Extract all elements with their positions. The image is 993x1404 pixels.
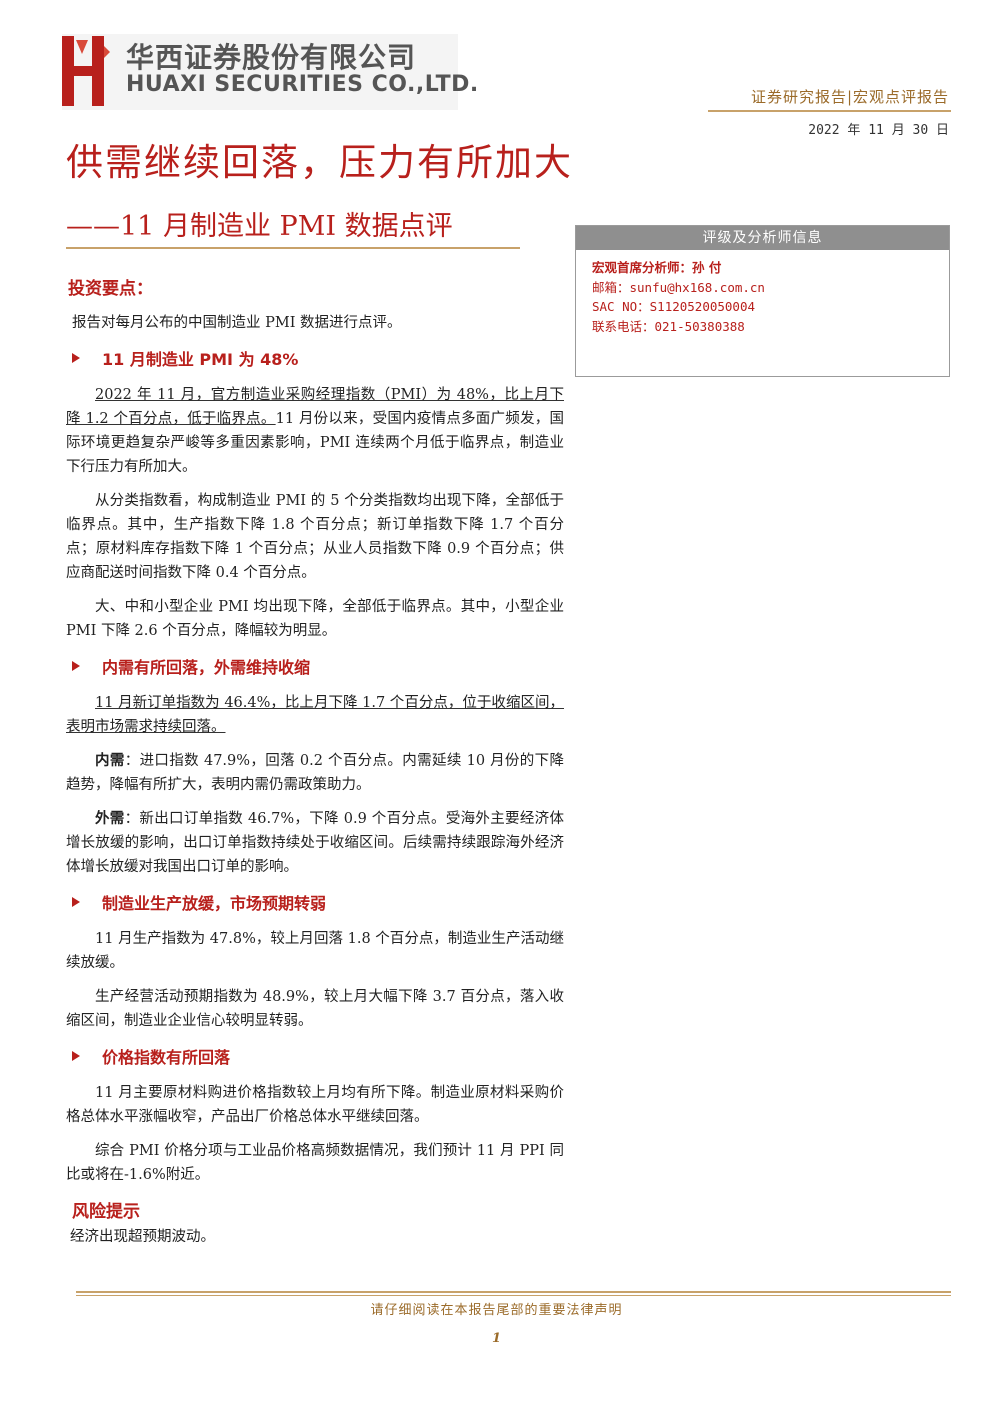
heading-production: 制造业生产放缓，市场预期转弱 <box>72 889 564 915</box>
triangle-bullet-icon <box>72 1051 80 1061</box>
paragraph: 从分类指数看，构成制造业 PMI 的 5 个分类指数均出现下降，全部低于临界点。… <box>66 493 564 581</box>
intro-paragraph: 报告对每月公布的中国制造业 PMI 数据进行点评。 <box>72 315 402 331</box>
underlined-text: 11 月新订单指数为 46.4%，比上月下降 1.7 个百分点，位于收缩区间，表… <box>66 695 564 735</box>
paragraph-text: ：进口指数 47.9%，回落 0.2 个百分点。内需延续 10 月份的下降趋势，… <box>66 753 564 793</box>
section-label-key-points: 投资要点： <box>68 279 153 299</box>
bold-lead: 外需 <box>95 811 125 827</box>
huaxi-logo-icon <box>62 36 110 106</box>
footer-divider <box>76 1291 951 1293</box>
heading-pmi-48: 11 月制造业 PMI 为 48% <box>72 345 564 371</box>
paragraph: 11 月生产指数为 47.8%，较上月回落 1.8 个百分点，制造业生产活动继续… <box>66 931 564 971</box>
paragraph: 生产经营活动预期指数为 48.9%，较上月大幅下降 3.7 百分点，落入收缩区间… <box>66 989 564 1029</box>
heading-text: 价格指数有所回落 <box>102 1048 231 1067</box>
analyst-box-title: 评级及分析师信息 <box>576 226 949 250</box>
triangle-bullet-icon <box>72 661 80 671</box>
heading-text: 11 月制造业 PMI 为 48% <box>102 350 299 369</box>
page-number: 1 <box>491 1331 502 1346</box>
triangle-bullet-icon <box>72 353 80 363</box>
triangle-bullet-icon <box>72 897 80 907</box>
risk-label: 风险提示 <box>72 1202 140 1222</box>
analyst-sac-number: SAC NO：S1120520050004 <box>592 299 756 314</box>
company-name-en: HUAXI SECURITIES CO.,LTD. <box>126 72 479 97</box>
body-column: 报告对每月公布的中国制造业 PMI 数据进行点评。 11 月制造业 PMI 为 … <box>66 311 564 1248</box>
page-subtitle: ——11 月制造业 PMI 数据点评 <box>66 211 453 242</box>
paragraph: 2022 年 11 月，官方制造业采购经理指数（PMI）为 48%，比上月下降 … <box>66 383 564 479</box>
analyst-info-box <box>575 225 950 377</box>
page-title: 供需继续回落，压力有所加大 <box>66 141 573 184</box>
risk-text: 经济出现超预期波动。 <box>70 1229 215 1245</box>
paragraph: 外需：新出口订单指数 46.7%，下降 0.9 个百分点。受海外主要经济体增长放… <box>66 807 564 879</box>
paragraph-text: 11 月份以来，受国内疫情点多面广频发，国际环境更趋复杂严峻等多重因素影响，PM… <box>66 411 565 475</box>
analyst-phone: 联系电话：021-50380388 <box>592 319 745 334</box>
logo-background <box>62 34 458 110</box>
legal-notice: 请仔细阅读在本报告尾部的重要法律声明 <box>370 1303 623 1318</box>
paragraph: 11 月新订单指数为 46.4%，比上月下降 1.7 个百分点，位于收缩区间，表… <box>66 691 564 739</box>
paragraph: 大、中和小型企业 PMI 均出现下降，全部低于临界点。其中，小型企业 PMI 下… <box>66 599 564 639</box>
footer-divider-thin <box>76 1295 951 1296</box>
paragraph: 11 月主要原材料购进价格指数较上月均有所下降。制造业原材料采购价格总体水平涨幅… <box>66 1085 564 1125</box>
paragraph: 内需：进口指数 47.9%，回落 0.2 个百分点。内需延续 10 月份的下降趋… <box>66 749 564 797</box>
subtitle-divider <box>66 247 520 249</box>
header-divider <box>708 110 951 112</box>
report-date: 2022 年 11 月 30 日 <box>808 123 949 138</box>
company-name-cn: 华西证券股份有限公司 <box>126 41 417 74</box>
heading-text: 内需有所回落，外需维持收缩 <box>102 658 311 677</box>
underlined-text: 2022 年 11 月，官方制造业采购经理指数（PMI）为 48%，比上月下降 … <box>66 387 564 427</box>
heading-text: 制造业生产放缓，市场预期转弱 <box>102 894 327 913</box>
bold-lead: 内需 <box>95 753 125 769</box>
paragraph-text: ：新出口订单指数 46.7%，下降 0.9 个百分点。受海外主要经济体增长放缓的… <box>66 811 564 875</box>
heading-prices: 价格指数有所回落 <box>72 1043 564 1069</box>
analyst-name: 宏观首席分析师：孙 付 <box>592 260 722 275</box>
heading-demand: 内需有所回落，外需维持收缩 <box>72 653 564 679</box>
analyst-email[interactable]: 邮箱：sunfu@hx168.com.cn <box>592 280 765 295</box>
report-type: 证券研究报告|宏观点评报告 <box>750 88 949 106</box>
paragraph: 综合 PMI 价格分项与工业品价格高频数据情况，我们预计 11 月 PPI 同比… <box>66 1143 564 1183</box>
